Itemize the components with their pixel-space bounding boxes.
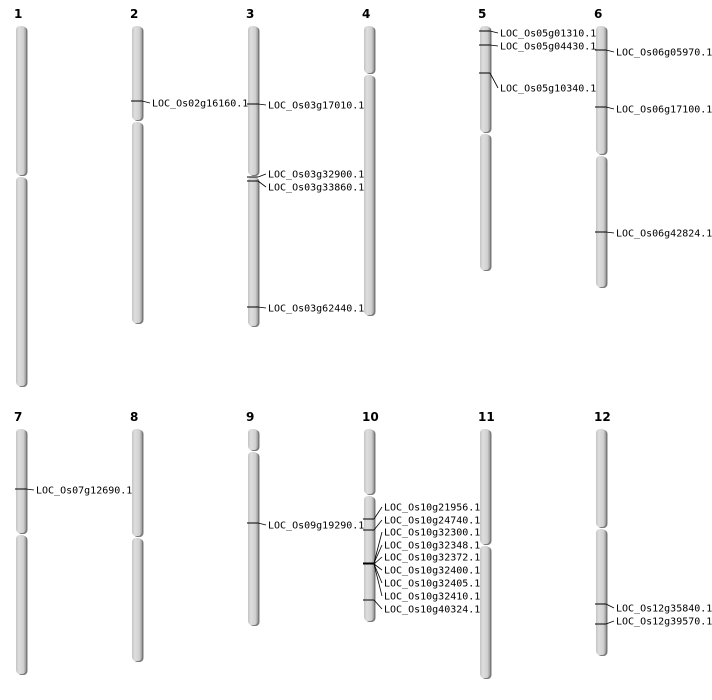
gene-label: LOC_Os03g17010.1 xyxy=(268,101,364,112)
gene-leader-line xyxy=(373,531,383,564)
chromosome-short-arm xyxy=(248,26,258,175)
gene-label: LOC_Os10g24740.1 xyxy=(384,516,480,527)
gene-leader-line xyxy=(257,173,267,178)
chromosome-4: 4 xyxy=(362,7,376,316)
gene-label: LOC_Os10g32348.1 xyxy=(384,541,480,552)
gene-label: LOC_Os03g62440.1 xyxy=(268,304,364,315)
chromosome-long-arm xyxy=(16,177,26,386)
gene-leader-line xyxy=(373,506,383,520)
gene-leader-line xyxy=(25,488,35,491)
gene-label: LOC_Os05g10340.1 xyxy=(500,84,596,95)
gene-leader-line xyxy=(373,519,383,531)
chromosome-6: 6LOC_Os06g05970.1LOC_Os06g17100.1LOC_Os0… xyxy=(594,7,712,288)
gene-leader-line xyxy=(373,563,383,571)
gene-label: LOC_Os03g32900.1 xyxy=(268,170,364,181)
gene-label: LOC_Os03g33860.1 xyxy=(268,183,364,194)
chromosome-1: 1 xyxy=(14,7,28,387)
chromosome-short-arm xyxy=(248,429,258,450)
gene-label: LOC_Os06g42824.1 xyxy=(616,229,712,240)
chromosome-number: 11 xyxy=(478,410,495,424)
gene-label: LOC_Os10g32300.1 xyxy=(384,528,480,539)
gene-label: LOC_Os05g04430.1 xyxy=(500,42,596,53)
chromosome-number: 6 xyxy=(594,7,602,21)
chromosome-long-arm xyxy=(132,538,142,661)
gene-leader-line xyxy=(373,544,383,564)
gene-label: LOC_Os10g32410.1 xyxy=(384,592,480,603)
chromosome-number: 1 xyxy=(14,7,22,21)
gene-label: LOC_Os10g32405.1 xyxy=(384,579,480,590)
chromosome-short-arm xyxy=(364,429,374,494)
gene-label: LOC_Os10g32372.1 xyxy=(384,553,480,564)
chromosome-number: 4 xyxy=(362,7,370,21)
chromosome-5: 5LOC_Os05g01310.1LOC_Os05g04430.1LOC_Os0… xyxy=(478,7,596,271)
gene-label: LOC_Os06g05970.1 xyxy=(616,48,712,59)
gene-leader-line xyxy=(489,72,499,89)
chromosome-short-arm xyxy=(596,429,606,527)
gene-leader-line xyxy=(257,103,267,106)
gene-label: LOC_Os05g01310.1 xyxy=(500,29,596,40)
chromosome-long-arm xyxy=(364,75,374,315)
gene-label: LOC_Os09g19290.1 xyxy=(268,521,364,532)
gene-leader-line xyxy=(373,599,383,610)
gene-leader-line xyxy=(605,620,615,625)
chromosome-long-arm xyxy=(16,535,26,674)
chromosome-long-arm xyxy=(480,134,490,270)
gene-label: LOC_Os12g35840.1 xyxy=(616,604,712,615)
chromosome-number: 10 xyxy=(362,410,379,424)
gene-label: LOC_Os10g21956.1 xyxy=(384,503,480,514)
chromosome-number: 8 xyxy=(130,410,138,424)
chromosome-number: 3 xyxy=(246,7,254,21)
chromosome-number: 12 xyxy=(594,410,611,424)
chromosome-short-arm xyxy=(596,26,606,154)
chromosome-long-arm xyxy=(248,177,258,326)
gene-leader-line xyxy=(141,100,151,104)
chromosome-long-arm xyxy=(480,546,490,678)
chromosome-short-arm xyxy=(480,26,490,132)
gene-label: LOC_Os02g16160.1 xyxy=(152,99,248,110)
chromosome-8: 8 xyxy=(130,410,144,662)
gene-leader-line xyxy=(489,30,499,34)
gene-leader-line xyxy=(605,231,615,234)
gene-leader-line xyxy=(489,44,499,47)
gene-leader-line xyxy=(605,106,615,110)
chromosome-number: 9 xyxy=(246,410,254,424)
chromosome-short-arm xyxy=(16,26,26,175)
chromosome-long-arm xyxy=(248,452,258,625)
gene-leader-line xyxy=(373,563,383,584)
gene-label: LOC_Os12g39570.1 xyxy=(616,617,712,628)
chromosome-short-arm xyxy=(132,429,142,536)
chromosome-short-arm xyxy=(480,429,490,544)
chromosome-number: 5 xyxy=(478,7,486,21)
chromosome-long-arm xyxy=(132,122,142,323)
chromosome-number: 2 xyxy=(130,7,138,21)
chromosome-long-arm xyxy=(596,156,606,287)
gene-leader-line xyxy=(257,306,267,309)
chromosome-number: 7 xyxy=(14,410,22,424)
gene-leader-line xyxy=(373,556,383,565)
chromosome-10: 10LOC_Os10g21956.1LOC_Os10g24740.1LOC_Os… xyxy=(362,410,480,622)
chromosome-short-arm xyxy=(132,26,142,120)
chromosome-short-arm xyxy=(364,26,374,73)
gene-leader-line xyxy=(605,49,615,53)
gene-label: LOC_Os10g32400.1 xyxy=(384,566,480,577)
gene-leader-line xyxy=(373,563,383,597)
gene-label: LOC_Os10g40324.1 xyxy=(384,605,480,616)
chromosome-short-arm xyxy=(16,429,26,533)
gene-label: LOC_Os07g12690.1 xyxy=(36,486,132,497)
chromosome-11: 11 xyxy=(478,410,495,679)
chromosome-3: 3LOC_Os03g17010.1LOC_Os03g32900.1LOC_Os0… xyxy=(246,7,364,327)
chromosome-long-arm xyxy=(364,496,374,621)
gene-leader-line xyxy=(605,603,615,609)
chromosome-long-arm xyxy=(596,529,606,655)
gene-leader-line xyxy=(257,522,267,526)
gene-label: LOC_Os06g17100.1 xyxy=(616,105,712,116)
gene-leader-line xyxy=(257,180,267,188)
